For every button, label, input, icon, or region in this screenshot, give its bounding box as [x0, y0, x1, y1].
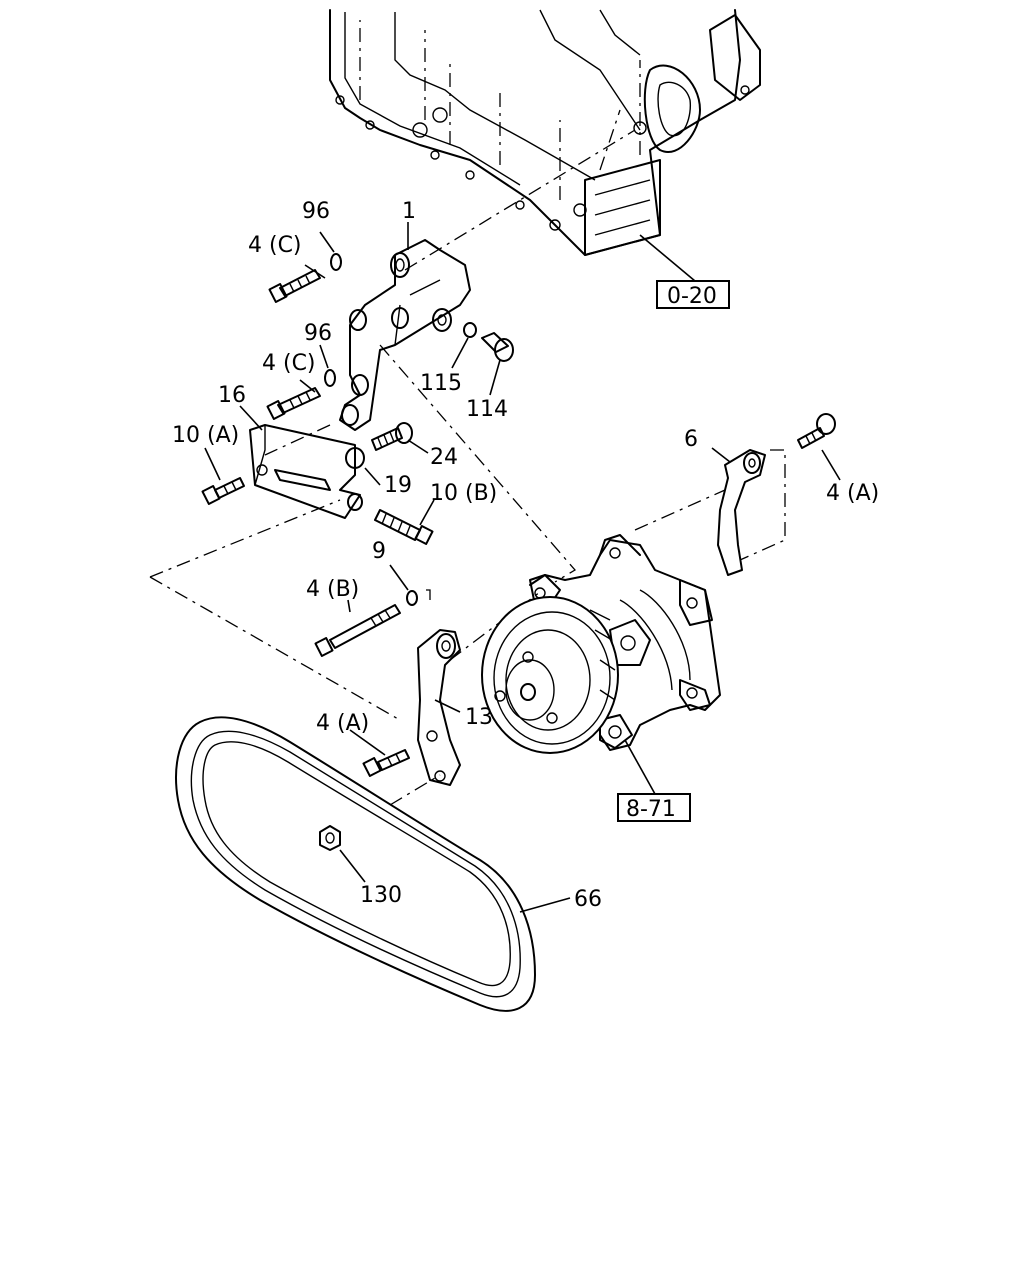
adjust-bolt-24 [371, 422, 413, 451]
callout-19: 19 [384, 473, 412, 498]
v-belt-66 [175, 716, 536, 1012]
bolt-4a-right [797, 413, 836, 449]
bolt-4c-lower [266, 387, 321, 420]
washer-115 [463, 322, 477, 338]
callouts: 1 96 4 (C) 96 4 (C) 115 114 16 10 (A) 24… [172, 199, 879, 912]
ref-compressor[interactable]: 8-71 [617, 793, 691, 822]
bolt-10b [374, 509, 434, 545]
ref-compressor-label: 8-71 [626, 797, 676, 822]
callout-66: 66 [574, 887, 602, 912]
ref-engine-front-label: 0-20 [667, 284, 717, 309]
callout-1: 1 [402, 199, 416, 224]
ac-compressor [481, 534, 721, 754]
callout-9: 9 [372, 539, 386, 564]
leader-lines [204, 222, 841, 913]
callout-24: 24 [430, 445, 458, 470]
callout-4a-lower: 4 (A) [316, 711, 369, 736]
bracket-1 [339, 239, 471, 431]
bolt-10a [201, 477, 245, 505]
callout-13: 13 [465, 705, 493, 730]
bolt-4b [314, 604, 401, 657]
callout-16: 16 [218, 383, 246, 408]
engine-front-case [329, 9, 761, 256]
callout-130: 130 [360, 883, 402, 908]
ref-engine-front[interactable]: 0-20 [656, 280, 730, 309]
bolt-4a-lower [362, 749, 410, 777]
callout-4c-upper: 4 (C) [248, 233, 302, 258]
callout-4b: 4 (B) [306, 577, 359, 602]
callout-4c-lower: 4 (C) [262, 351, 316, 376]
nut-130 [319, 825, 341, 851]
bolt-114 [481, 332, 514, 362]
bracket-13 [417, 629, 461, 786]
bolt-4c-upper [268, 269, 321, 303]
callout-4a-right: 4 (A) [826, 481, 879, 506]
assembly-lines [149, 129, 786, 806]
callout-6: 6 [684, 427, 698, 452]
callout-10b: 10 (B) [430, 481, 497, 506]
washer-9 [406, 590, 418, 606]
callout-96-upper: 96 [302, 199, 330, 224]
washer-96-upper [330, 253, 342, 271]
callout-10a: 10 (A) [172, 423, 239, 448]
callout-96-lower: 96 [304, 321, 332, 346]
washer-96-lower [324, 369, 336, 387]
callout-115: 115 [420, 371, 462, 396]
callout-114: 114 [466, 397, 508, 422]
adjust-plate-16 [249, 424, 365, 519]
bracket-6 [717, 449, 766, 576]
